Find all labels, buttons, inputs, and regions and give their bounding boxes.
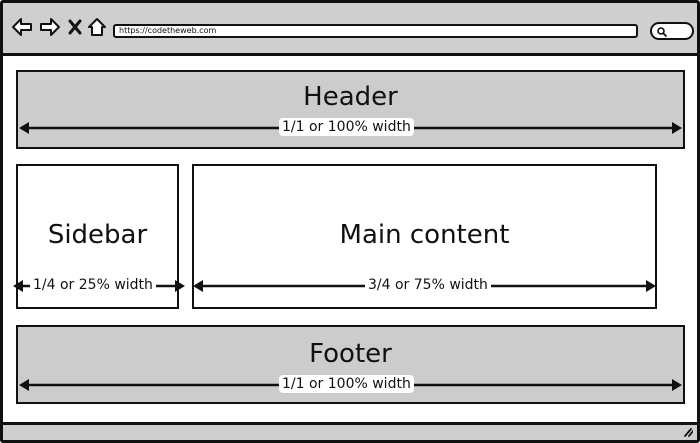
header-width-label: 1/1 or 100% width <box>279 118 414 136</box>
back-arrow-icon[interactable] <box>11 17 33 37</box>
status-bar <box>3 422 697 440</box>
home-icon[interactable] <box>87 17 107 37</box>
main-content-title: Main content <box>339 220 510 250</box>
footer-block: Footer 1/1 or 100% width <box>16 325 685 404</box>
footer-width-label: 1/1 or 100% width <box>279 375 414 393</box>
header-title: Header <box>303 82 398 112</box>
browser-toolbar: https://codetheweb.com <box>3 3 697 56</box>
sidebar-title: Sidebar <box>47 220 148 250</box>
main-content-block: Main content 3/4 or 75% width <box>192 164 657 309</box>
forward-arrow-icon[interactable] <box>39 17 61 37</box>
sidebar-width-label: 1/4 or 25% width <box>30 276 156 294</box>
address-url: https://codetheweb.com <box>119 26 217 35</box>
main-content-width-label: 3/4 or 75% width <box>365 276 491 294</box>
header-block: Header 1/1 or 100% width <box>16 70 685 149</box>
close-icon[interactable] <box>67 17 83 37</box>
search-icon <box>657 27 667 37</box>
footer-title: Footer <box>309 339 392 369</box>
sidebar-block: Sidebar 1/4 or 25% width <box>13 164 185 309</box>
resize-grip-icon[interactable] <box>681 427 693 437</box>
search-box[interactable] <box>650 22 694 40</box>
address-bar[interactable]: https://codetheweb.com <box>113 24 638 38</box>
